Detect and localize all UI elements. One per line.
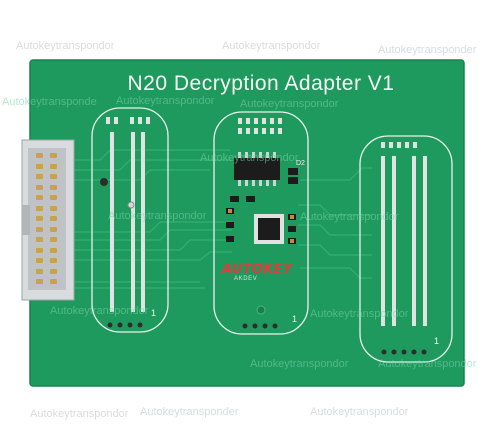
idc-pin — [50, 279, 57, 284]
right-socket-bottom-pads — [381, 349, 427, 355]
idc-pin — [36, 226, 43, 232]
idc-pin — [36, 205, 43, 211]
mid-pin1-label: 1 — [292, 314, 298, 324]
left-socket-pin-columns — [110, 132, 145, 312]
left-socket-pads — [106, 117, 150, 124]
pcb-board — [30, 60, 464, 386]
right-pin1-label: 1 — [434, 336, 440, 346]
mid-socket-outline — [213, 111, 309, 335]
mid-socket-top-pads — [238, 118, 282, 134]
idc-pin — [50, 258, 57, 263]
idc-pin — [36, 247, 43, 253]
idc-pin — [50, 216, 57, 221]
idc-pin — [50, 205, 57, 211]
qfn-chip — [254, 214, 284, 244]
idc-pin — [50, 153, 57, 158]
d2-label: D2 — [296, 160, 305, 167]
right-socket-top-pads — [381, 142, 417, 148]
left-pin1-label: 1 — [151, 308, 157, 318]
right-socket-outline — [359, 135, 453, 363]
autokey-logo: AUTOKEY — [222, 262, 293, 277]
left-socket-bottom-pads — [107, 322, 143, 328]
idc-pin — [50, 247, 57, 253]
idc-pin — [50, 226, 57, 232]
idc-pin — [36, 153, 43, 158]
idc-pin — [50, 268, 57, 274]
idc-pin — [50, 184, 57, 190]
idc-pin — [36, 279, 43, 284]
autokey-logo-subtext: AKDEV — [234, 276, 258, 282]
idc-pin — [50, 195, 57, 200]
idc-connector — [21, 139, 75, 301]
idc-pin — [36, 258, 43, 263]
mid-socket-bottom-pads — [242, 323, 278, 329]
idc-pin — [36, 184, 43, 190]
idc-pin — [36, 195, 43, 200]
board-title: N20 Decryption Adapter V1 — [127, 72, 395, 95]
idc-pin — [36, 237, 43, 242]
idc-pin — [36, 216, 43, 221]
idc-pin — [36, 163, 43, 169]
idc-pin — [50, 163, 57, 169]
idc-pin — [50, 237, 57, 242]
idc-pin — [50, 174, 57, 179]
right-socket-pin-columns — [381, 156, 427, 326]
soic-chip — [234, 152, 280, 186]
idc-pin — [36, 174, 43, 179]
left-socket-outline — [91, 107, 169, 333]
idc-pin — [36, 268, 43, 274]
